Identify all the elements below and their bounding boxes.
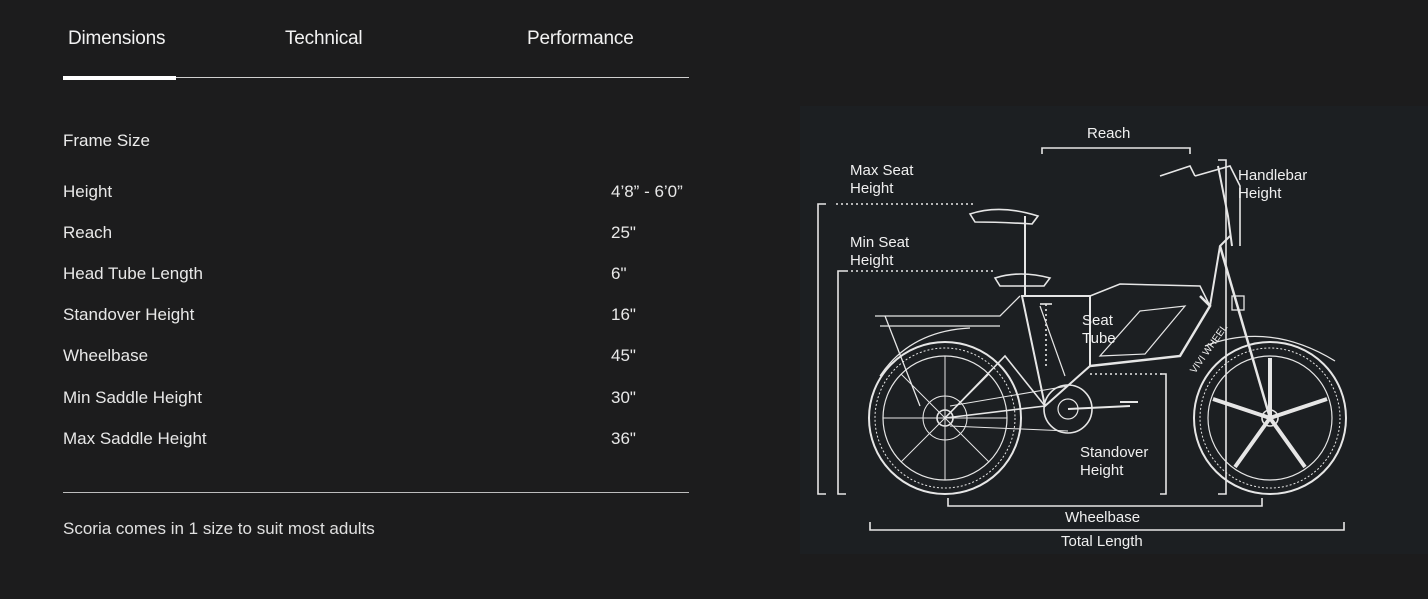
label-wheelbase: Wheelbase [1065,509,1140,526]
front-wheel-icon [1193,341,1347,495]
label-total-length: Total Length [1061,533,1143,550]
spec-label: Height [63,182,113,201]
spec-row-standover-height: Standover Height 16" [63,305,689,329]
spec-label: Min Saddle Height [63,388,202,407]
spec-row-max-saddle-height: Max Saddle Height 36" [63,429,689,453]
specs-divider [63,492,689,493]
spec-label: Wheelbase [63,346,149,365]
label-min-seat-line2: Height [850,252,894,269]
tab-bar: Dimensions Technical Performance [63,0,689,80]
spec-row-head-tube-length: Head Tube Length 6" [63,264,689,288]
label-standover-line2: Height [1080,462,1124,479]
tab-active-indicator [63,76,176,80]
tab-dimensions[interactable]: Dimensions [68,28,166,49]
spec-row-wheelbase: Wheelbase 45" [63,346,689,370]
label-max-seat-line2: Height [850,180,894,197]
size-note: Scoria comes in 1 size to suit most adul… [63,519,375,538]
tab-underline [63,77,689,78]
label-standover-line1: Standover [1080,444,1148,461]
spec-label: Standover Height [63,305,195,324]
label-handlebar-line1: Handlebar [1238,167,1307,184]
label-seat-tube-line2: Tube [1082,330,1116,347]
spec-label: Max Saddle Height [63,429,207,448]
section-title-frame-size: Frame Size [63,131,150,150]
spec-value: 45" [611,346,636,365]
spec-label: Reach [63,223,113,242]
spec-row-reach: Reach 25" [63,223,689,247]
label-seat-tube-line1: Seat [1082,312,1114,329]
spec-value: 30" [611,388,636,407]
spec-value: 36" [611,429,636,448]
spec-value: 16" [611,305,636,324]
tab-performance[interactable]: Performance [527,28,634,49]
spec-row-height: Height 4’8” - 6’0” [63,182,689,206]
label-handlebar-line2: Height [1238,185,1282,202]
spec-value: 25" [611,223,636,242]
spec-row-min-saddle-height: Min Saddle Height 30" [63,388,689,412]
bike-geometry-diagram: VIVI WHEEL Reach Max Seat [800,106,1428,554]
bike-illustration: VIVI WHEEL Reach Max Seat [817,125,1347,550]
frame-icon [875,165,1336,434]
tab-technical[interactable]: Technical [285,28,363,49]
spec-value: 4’8” - 6’0” [611,182,683,201]
label-reach: Reach [1087,125,1130,142]
spec-value: 6" [611,264,627,283]
spec-label: Head Tube Length [63,264,203,283]
label-max-seat-line1: Max Seat [850,162,914,179]
label-min-seat-line1: Min Seat [850,234,910,251]
